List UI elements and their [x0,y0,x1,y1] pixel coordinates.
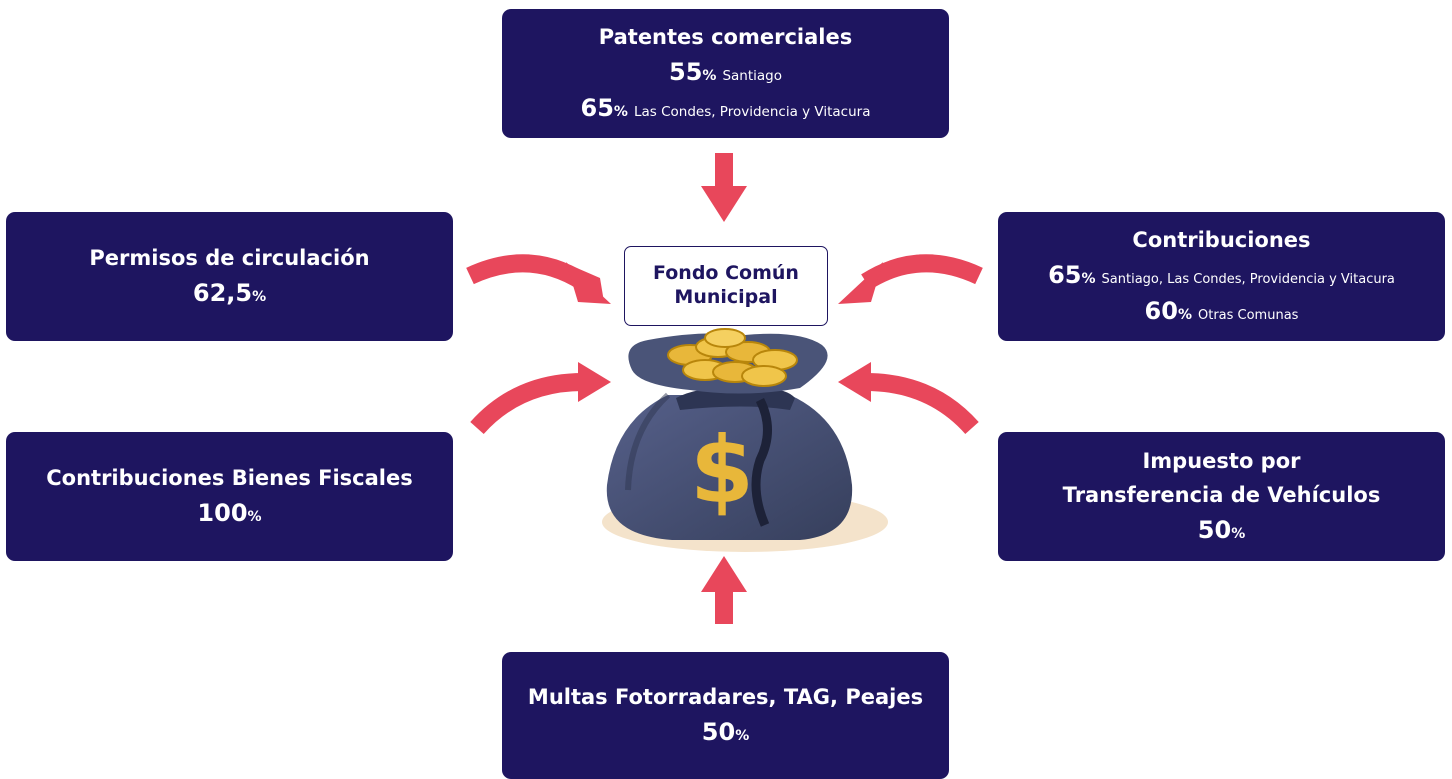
center-title-line1: Fondo Común [653,262,799,285]
patentes-row-1: 55 % Santiago [669,58,782,86]
patentes-row1-value: 55 [669,58,703,87]
patentes-title: Patentes comerciales [598,24,853,49]
arrow-from-impuesto [838,362,979,435]
patentes-row2-sign: % [613,104,628,121]
bienes-title: Contribuciones Bienes Fiscales [46,465,413,490]
bienes-fiscales-box: Contribuciones Bienes Fiscales 100 % [6,432,453,561]
permisos-title: Permisos de circulación [89,245,370,270]
arrow-from-multas [701,556,747,624]
contribuciones-row1-value: 65 [1048,261,1082,290]
bienes-value: 100 [197,499,248,528]
patentes-row2-value: 65 [580,94,614,123]
permisos-box: Permisos de circulación 62,5 % [6,212,453,341]
dollar-sign-icon: $ [690,417,754,524]
contribuciones-row-1: 65 % Santiago, Las Condes, Providencia y… [1048,261,1395,289]
contribuciones-title: Contribuciones [1132,227,1311,252]
coin-pile [667,328,798,387]
multas-value: 50 [701,718,736,747]
money-bag-icon: $ [602,328,888,552]
impuesto-sign: % [1231,525,1246,542]
multas-box: Multas Fotorradares, TAG, Peajes 50 % [502,652,949,779]
permisos-row: 62,5 % [193,279,266,307]
contribuciones-row2-place: Otras Comunas [1197,308,1299,324]
multas-sign: % [735,728,750,745]
arrow-from-contribuciones [838,254,983,304]
impuesto-value: 50 [1197,515,1232,544]
fondo-comun-box: Fondo Común Municipal [624,246,828,326]
patentes-row1-sign: % [702,68,717,85]
permisos-sign: % [252,289,267,306]
impuesto-title-line2: Transferencia de Vehículos [1062,482,1381,507]
permisos-value: 62,5 [192,279,253,308]
arrow-from-permisos [466,254,611,304]
impuesto-box: Impuesto por Transferencia de Vehículos … [998,432,1445,561]
bienes-row: 100 % [197,499,261,527]
bienes-sign: % [247,509,262,526]
impuesto-row: 50 % [1198,516,1245,544]
multas-row: 50 % [702,718,749,746]
patentes-box: Patentes comerciales 55 % Santiago 65 % … [502,9,949,138]
contribuciones-row1-sign: % [1081,271,1096,288]
multas-title: Multas Fotorradares, TAG, Peajes [527,684,924,709]
patentes-row2-place: Las Condes, Providencia y Vitacura [633,104,871,121]
contribuciones-box: Contribuciones 65 % Santiago, Las Condes… [998,212,1445,341]
arrow-from-patentes [701,153,747,222]
contribuciones-row1-place: Santiago, Las Condes, Providencia y Vita… [1101,272,1395,288]
center-title-line2: Municipal [674,286,778,308]
patentes-row1-place: Santiago [722,68,782,85]
contribuciones-row2-value: 60 [1144,297,1178,326]
impuesto-title-line1: Impuesto por [1142,449,1301,474]
patentes-row-2: 65 % Las Condes, Providencia y Vitacura [581,94,871,122]
contribuciones-row-2: 60 % Otras Comunas [1145,297,1299,325]
arrow-from-bienes [470,362,611,435]
contribuciones-row2-sign: % [1177,307,1192,324]
